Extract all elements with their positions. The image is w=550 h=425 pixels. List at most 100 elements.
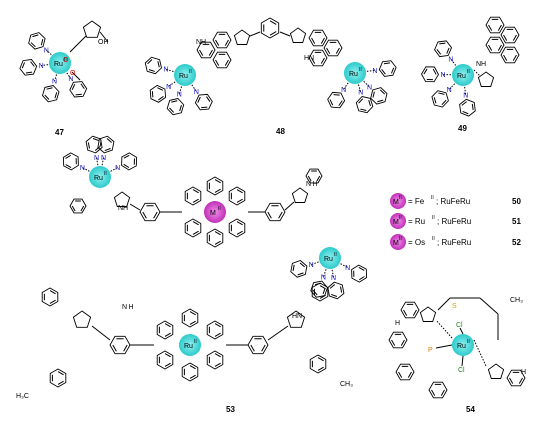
nitrogen-atom: N <box>463 92 468 99</box>
double-bond <box>206 96 211 102</box>
ruthenium-center <box>179 334 201 356</box>
compound-label-54: 54 <box>466 405 475 414</box>
single-bond <box>129 203 141 211</box>
ruthenium-center <box>319 247 341 269</box>
ruthenium-center <box>89 166 111 188</box>
double-bond <box>179 105 182 112</box>
ru-oxidation-state: II <box>467 339 470 345</box>
tolyl-ring <box>309 354 327 374</box>
phenyl-ring <box>395 363 415 381</box>
double-bond <box>441 99 447 106</box>
double-bond <box>512 34 517 41</box>
double-bond <box>192 221 199 226</box>
pyridine-ring <box>97 135 115 154</box>
double-bond <box>169 107 175 113</box>
ruthenium-center <box>452 334 474 356</box>
heteroatom-labels: OH O O NH HN NH NH N H N H HN S Cl Cl P … <box>16 39 526 400</box>
phosphine-p: P <box>428 347 433 354</box>
double-bond <box>329 99 334 106</box>
terpyridine-ring <box>206 320 224 340</box>
ru-label: Ru <box>54 61 63 68</box>
coordination-bond <box>435 319 453 339</box>
benzimidazole-ring <box>419 306 437 322</box>
nitrogen-atom: N <box>177 92 182 99</box>
double-bond <box>497 24 502 31</box>
pyrene-ring <box>500 26 520 44</box>
pyridine-ring <box>144 56 162 75</box>
double-bond <box>322 287 326 294</box>
single-bond <box>437 297 451 311</box>
imidazole-nh-53a: N H <box>122 304 134 311</box>
ru-label: Ru <box>179 73 188 80</box>
double-bond <box>148 69 155 72</box>
double-bond <box>436 49 442 55</box>
double-bond <box>87 142 90 149</box>
metal-center <box>204 201 226 223</box>
double-bond <box>65 164 72 168</box>
ru-oxidation-state: II <box>467 69 470 75</box>
double-bond <box>503 54 508 61</box>
nitrogen-atom: N <box>358 90 363 97</box>
double-bond <box>80 83 85 90</box>
methyl-h3c-left: H₃C <box>16 393 29 400</box>
double-bond <box>32 34 39 38</box>
nitrogen-atom: N <box>194 89 199 96</box>
double-bond <box>164 323 171 328</box>
legend-metal-ox: II <box>399 236 402 242</box>
nitrogen-atom: N <box>115 165 120 172</box>
double-bond <box>311 37 316 44</box>
double-bond <box>391 339 396 346</box>
legend-compound-number: 52 <box>512 238 521 247</box>
single-bond <box>461 355 464 367</box>
double-bond <box>488 44 493 51</box>
double-bond <box>92 138 99 142</box>
double-bond <box>431 389 436 396</box>
nitrogen-atom: N <box>44 47 49 54</box>
imidazole-ring <box>113 191 131 207</box>
ru-oxidation-state: II <box>104 171 107 177</box>
phenanthroline-ring <box>212 51 232 69</box>
double-bond <box>326 47 331 54</box>
ru-oxidation-state: II <box>64 57 67 63</box>
double-bond <box>333 94 340 96</box>
terpyridine-ring <box>206 228 224 248</box>
pyridine-ring <box>69 198 87 214</box>
double-bond <box>423 68 428 75</box>
ruthenium-center <box>174 64 196 86</box>
compound-label-47: 47 <box>55 128 64 137</box>
nitrogen-atom: N <box>163 67 168 74</box>
double-bond <box>224 39 229 46</box>
double-bond <box>214 188 221 193</box>
imidazole-nh-49: NH <box>476 61 486 68</box>
double-bond <box>75 93 82 96</box>
double-bond <box>269 31 277 36</box>
phenanthroline-ring <box>308 29 328 47</box>
single-bond <box>279 31 291 37</box>
double-bond <box>94 146 101 151</box>
ru-label: Ru <box>324 256 333 263</box>
double-bond <box>236 198 243 203</box>
double-bond <box>157 61 160 68</box>
double-bond <box>503 34 508 41</box>
single-bond <box>284 201 295 211</box>
pyridine-ring <box>351 264 368 283</box>
double-bond <box>311 57 316 64</box>
carboxylate-o: O <box>63 57 69 64</box>
double-bond <box>25 71 33 74</box>
nitrogen-atom: N <box>39 63 44 70</box>
double-bond <box>462 110 469 115</box>
double-bond <box>320 37 325 44</box>
double-bond <box>438 92 445 95</box>
double-bond <box>368 99 371 107</box>
double-bond <box>157 87 164 91</box>
pyridine-ring <box>431 90 449 108</box>
imidazole-nh-48a: NH <box>196 39 206 46</box>
nitrogen-atom: N <box>367 84 372 91</box>
double-bond <box>338 100 343 106</box>
double-bond <box>104 148 111 152</box>
pyridine-ring <box>194 93 213 111</box>
tolyl-ring <box>41 287 59 307</box>
pyridine-ring <box>41 85 60 103</box>
terpyridine-ring <box>228 186 246 206</box>
